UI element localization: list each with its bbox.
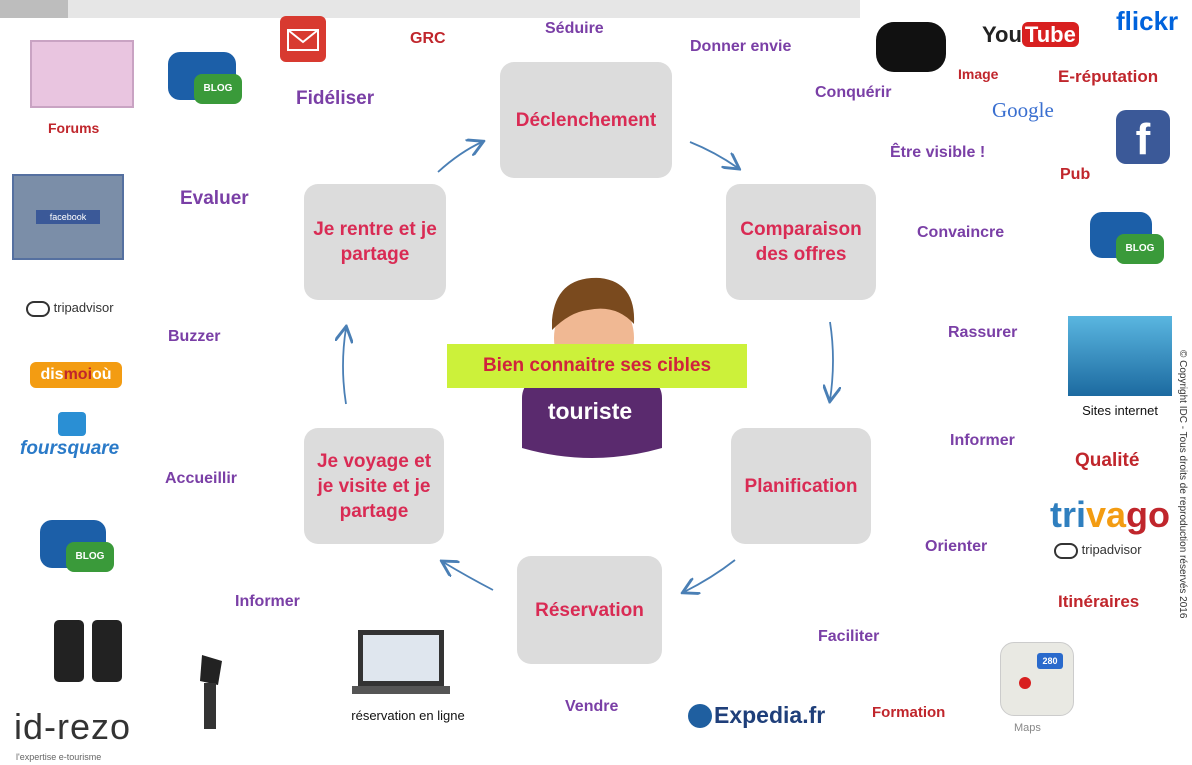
arrow-reservation-voyage [443,562,494,591]
verb-donner-envie: Donner envie [690,38,792,55]
hub-voyage: Je voyage et je visite et je partage [304,428,444,544]
foursquare-wordmark: foursquare [20,438,120,459]
label-e-reputation: E-réputation [1058,67,1159,86]
label-itineraires: Itinéraires [1058,592,1140,611]
verb-etre-visible: Être visible ! [890,144,986,161]
label-forums: Forums [48,120,100,136]
caption-reservation-en-ligne: réservation en ligne [351,708,465,723]
kiosk-icon [196,655,224,729]
dismoiou-part-1: dis [40,366,64,383]
top-bar-accent [0,0,68,18]
label-pub: Pub [1060,166,1091,183]
email-icon [280,16,326,62]
hub-comparaison: Comparaison des offres [726,184,876,300]
tripadvisor-logo-right: tripadvisor [1054,542,1142,559]
forums-thumbnail [30,40,134,108]
maps-icon: 280 [1000,642,1074,716]
google-logo: Google [992,98,1054,122]
dismoiou-part-2: moi [63,366,93,383]
hub-planification: Planification [731,428,871,544]
owl-icon [26,300,50,317]
dismoiou-logo: dismoioù [30,362,122,388]
trivago-logo: trivago [1050,494,1170,536]
idrezo-tagline: l'expertise e-tourisme [16,752,102,762]
label-qualite: Qualité [1075,450,1140,471]
hub-declenchement: Déclenchement [500,62,672,178]
label-formation: Formation [872,704,946,721]
youtube-logo-tube: Tube [1021,22,1079,47]
verb-buzzer: Buzzer [168,328,221,345]
facebook-collage-thumbnail: facebook [12,174,124,260]
caption-sites-internet: Sites internet [1082,403,1158,418]
verb-vendre: Vendre [565,698,619,715]
maps-shield: 280 [1037,653,1063,669]
caption-maps: Maps [1014,722,1041,734]
center-banner: Bien connaitre ses cibles [447,344,747,388]
label-image: Image [958,66,999,82]
dismoiou-part-3: où [92,366,112,383]
owl-icon-2 [1054,542,1078,559]
blog-label-2: BLOG [66,542,114,572]
facebook-collage-wordmark: facebook [36,210,100,224]
verb-fideliser: Fidéliser [296,88,375,109]
verb-evaluer: Evaluer [180,188,249,209]
hub-reservation: Réservation [517,556,662,664]
facebook-icon: f [1116,110,1170,164]
map-pin-icon [1019,677,1031,689]
verb-rassurer: Rassurer [948,324,1018,341]
verb-accueillir: Accueillir [165,470,238,487]
idrezo-logo: id-rezo [14,706,132,747]
verb-conquerir: Conquérir [815,84,892,101]
verb-informer-right: Informer [950,432,1015,449]
verb-seduire: Séduire [545,20,604,37]
smartphone-icon [54,620,84,682]
foursquare-icon [58,412,86,436]
label-grc: GRC [410,30,446,47]
tripadvisor-wordmark-right: tripadvisor [1081,542,1142,557]
copyright-notice: © Copyright IDC - Tous droits de reprodu… [1177,350,1188,619]
flickr-logo: flickr [1116,6,1179,36]
trivago-part-3: go [1126,494,1171,535]
blog-icon-bottom-left: BLOG [40,520,114,572]
expedia-globe-icon [688,704,712,728]
smartphone-icon-2 [92,620,122,682]
expedia-logo: Expedia.fr [714,702,826,728]
tripadvisor-logo-left: tripadvisor [26,300,114,317]
blog-label-3: BLOG [1116,234,1164,264]
blog-icon-right: BLOG [1090,212,1164,264]
top-bar [0,0,860,18]
touriste-label: touriste [547,398,633,424]
verb-orienter: Orienter [925,538,988,555]
tripadvisor-wordmark-left: tripadvisor [53,300,114,315]
verb-convaincre: Convaincre [917,224,1005,241]
arrow-rentre-declenchement [437,142,482,173]
blog-icon-top-left: BLOG [168,52,242,104]
laptop-icon [352,630,450,696]
arrow-voyage-rentre [343,328,346,405]
youtube-logo-you: You [982,22,1022,47]
arrow-planification-reservation [684,559,736,592]
arrow-declenchement-comparaison [689,141,738,168]
trivago-part-2: va [1086,494,1127,535]
verb-faciliter: Faciliter [818,628,880,645]
trivago-part-1: tri [1050,494,1086,535]
verb-informer-left: Informer [235,593,300,610]
tv-icon [876,22,946,72]
blog-label: BLOG [194,74,242,104]
sites-internet-thumbnail [1068,316,1172,396]
hub-rentre: Je rentre et je partage [304,184,446,300]
arrow-comparaison-planification [830,321,833,400]
